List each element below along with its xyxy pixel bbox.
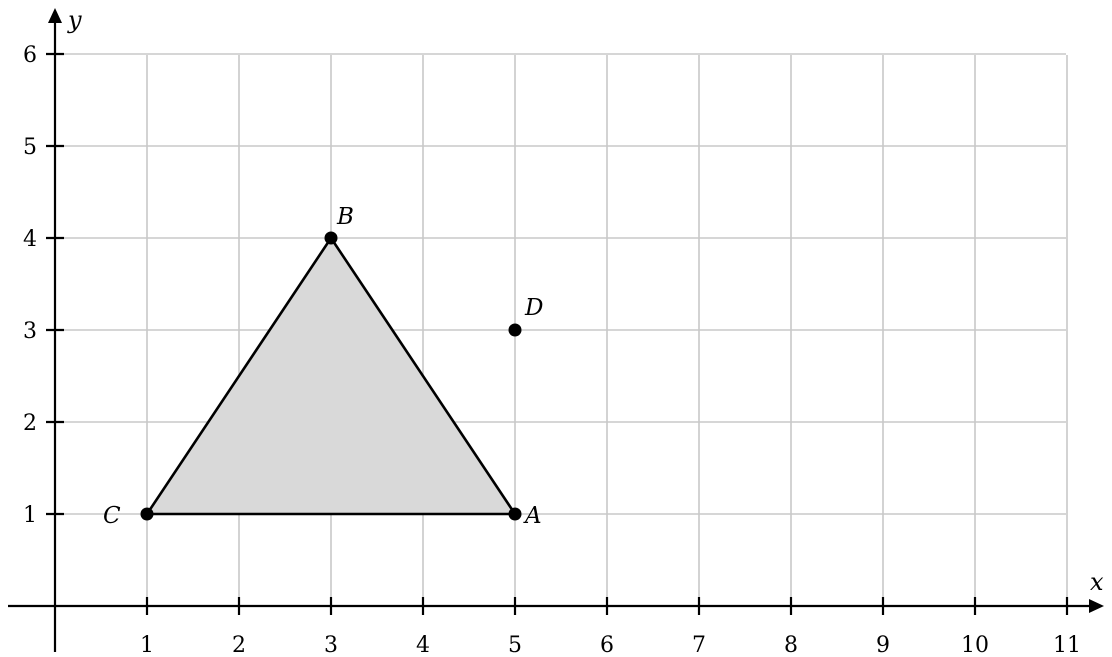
x-tick-label: 7 [692, 633, 706, 657]
x-tick-label: 4 [416, 633, 430, 657]
point-c [140, 507, 154, 521]
x-axis-arrow [1089, 599, 1104, 613]
x-tick-label: 8 [784, 633, 798, 657]
x-tick-label: 5 [508, 633, 522, 657]
point-label-d: D [524, 295, 543, 321]
x-tick-label: 10 [961, 633, 989, 657]
x-tick-label: 1 [140, 633, 154, 657]
points: A B C D [103, 204, 543, 529]
point-label-b: B [336, 204, 354, 230]
x-axis-label: x [1090, 568, 1104, 596]
y-axis-label: y [67, 6, 82, 34]
point-label-c: C [103, 503, 121, 529]
x-tick-label: 3 [324, 633, 338, 657]
point-d [508, 323, 522, 337]
point-b [324, 231, 338, 245]
point-a [508, 507, 522, 521]
x-tick-label: 9 [876, 633, 890, 657]
x-tick-label: 6 [600, 633, 614, 657]
grid [55, 53, 1068, 606]
y-tick-label: 1 [23, 503, 37, 528]
triangle-abc [145, 236, 517, 516]
y-tick-label: 3 [23, 319, 37, 344]
x-tick-label: 11 [1053, 633, 1081, 657]
y-tick-label: 4 [23, 227, 37, 252]
y-tick-label: 6 [23, 43, 37, 68]
y-axis-arrow [48, 8, 62, 23]
axes: xy [8, 6, 1104, 652]
y-tick-label: 5 [23, 135, 37, 160]
y-tick-label: 2 [23, 411, 37, 436]
point-label-a: A [523, 503, 542, 529]
x-tick-label: 2 [232, 633, 246, 657]
